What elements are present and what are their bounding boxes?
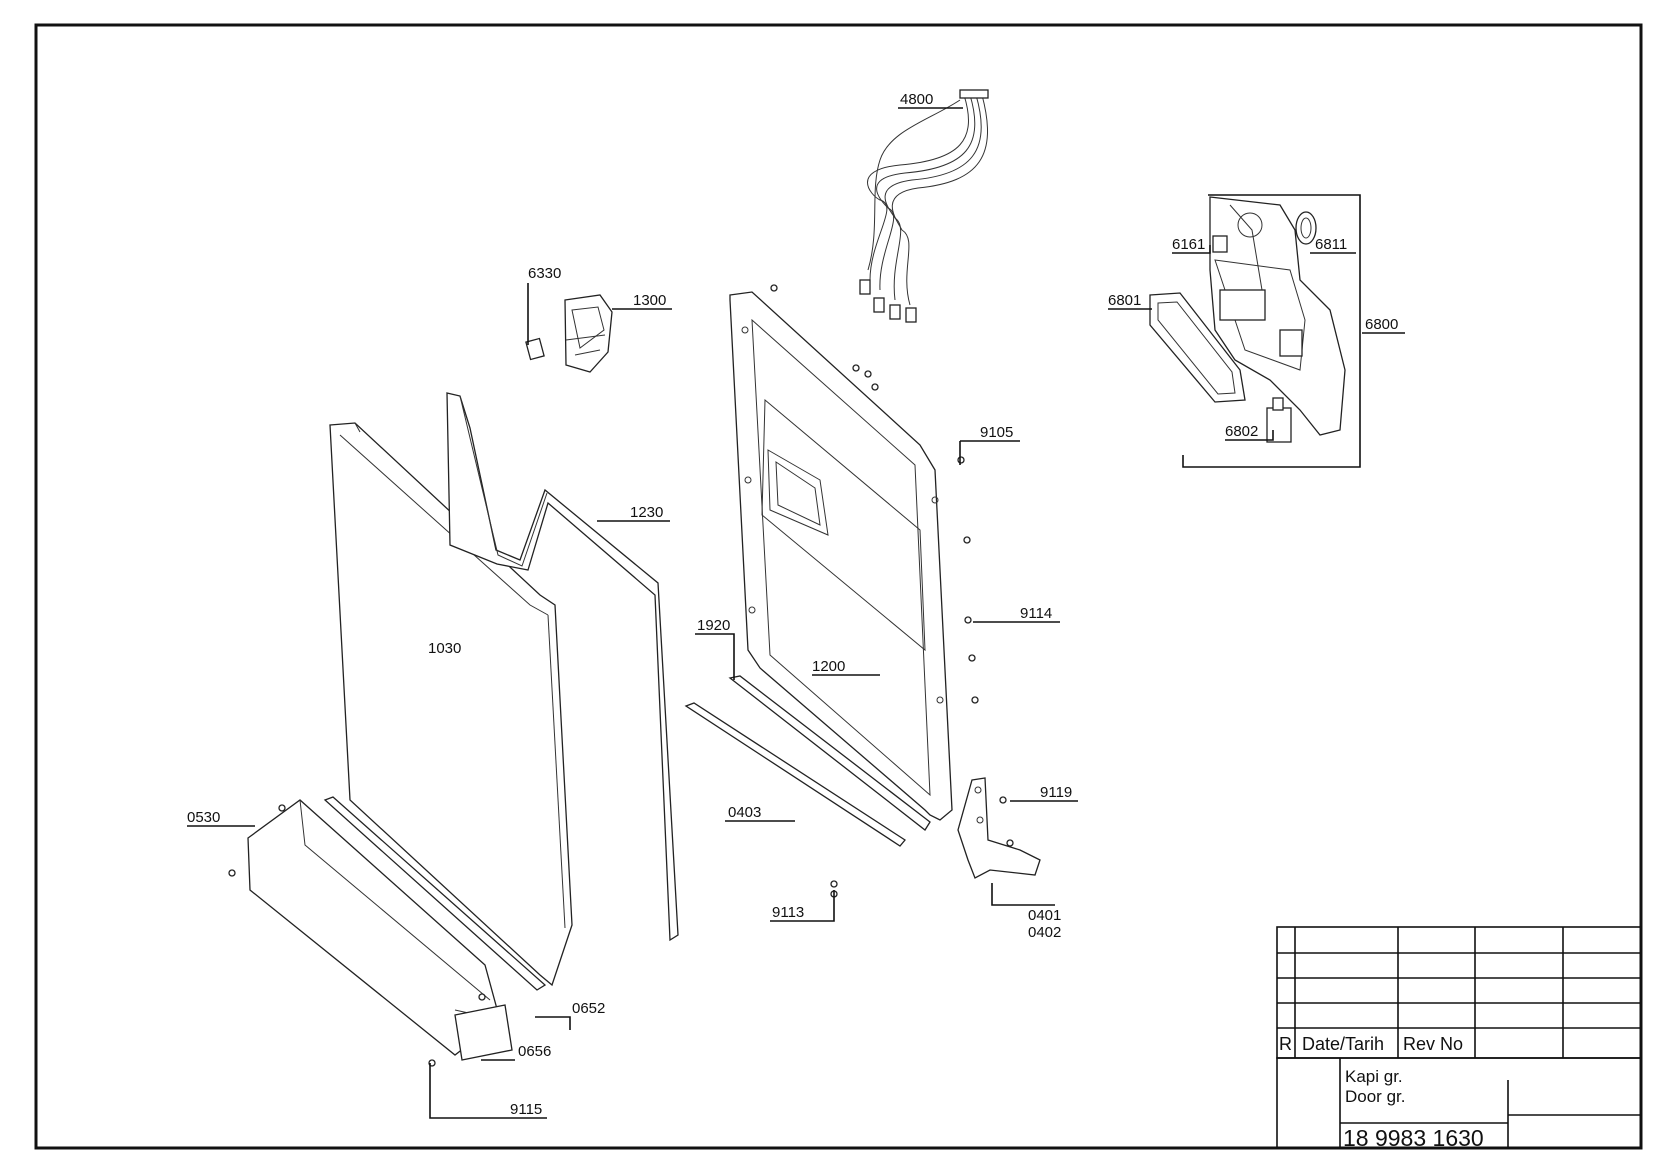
label-6330: 6330 bbox=[528, 265, 561, 282]
label-9119: 9119 bbox=[1040, 784, 1072, 801]
part-labels: 4800 6330 1300 6161 6811 6801 6800 6802 … bbox=[187, 91, 1398, 1118]
outer-panel-1030 bbox=[329, 422, 573, 987]
label-4800: 4800 bbox=[900, 91, 933, 108]
rev-header: Rev No bbox=[1403, 1034, 1463, 1054]
label-9113: 9113 bbox=[772, 904, 804, 921]
drawing-name-line-1: Kapi gr. bbox=[1345, 1067, 1403, 1086]
dispenser-assembly-6800 bbox=[1209, 196, 1346, 436]
label-1300: 1300 bbox=[633, 292, 666, 309]
label-6811: 6811 bbox=[1315, 236, 1347, 253]
leader-lines bbox=[187, 107, 1405, 1119]
label-0403: 0403 bbox=[728, 804, 761, 821]
label-6801: 6801 bbox=[1108, 292, 1141, 309]
clip-6161 bbox=[1212, 235, 1228, 253]
strip-0652 bbox=[323, 796, 547, 991]
label-6161: 6161 bbox=[1172, 236, 1205, 253]
label-1200: 1200 bbox=[812, 658, 845, 675]
label-0401: 0401 bbox=[1028, 907, 1061, 924]
actuator-6802 bbox=[1266, 397, 1292, 443]
drawing-number: 18 9983 1630 bbox=[1343, 1125, 1484, 1151]
title-block: R Date/Tarih Rev No Kapi gr. Door gr. 18… bbox=[1276, 926, 1642, 1151]
label-1230: 1230 bbox=[630, 504, 663, 521]
drawing-frame bbox=[34, 23, 1643, 1150]
drawing-name-line-2: Door gr. bbox=[1345, 1087, 1405, 1106]
label-1920: 1920 bbox=[697, 617, 730, 634]
ring-6811 bbox=[1295, 211, 1317, 245]
rev-letter: R bbox=[1279, 1034, 1292, 1054]
label-9115: 9115 bbox=[510, 1101, 542, 1118]
label-0656: 0656 bbox=[518, 1043, 551, 1060]
screws bbox=[228, 284, 1014, 1067]
label-0530: 0530 bbox=[187, 809, 220, 826]
gasket-6801 bbox=[1149, 292, 1246, 403]
label-6802: 6802 bbox=[1225, 423, 1258, 440]
label-0652: 0652 bbox=[572, 1000, 605, 1017]
label-9114: 9114 bbox=[1020, 605, 1052, 622]
seal-strip-1920 bbox=[728, 675, 931, 831]
door-frame-1200 bbox=[729, 291, 953, 821]
label-1030: 1030 bbox=[428, 640, 461, 657]
date-header: Date/Tarih bbox=[1302, 1034, 1384, 1054]
bracket-1300 bbox=[525, 294, 613, 373]
label-9105: 9105 bbox=[980, 424, 1013, 441]
bottom-bar-0403 bbox=[684, 702, 906, 847]
end-cap-0656 bbox=[454, 1004, 513, 1061]
wiring-harness-4800 bbox=[859, 89, 989, 323]
label-0402: 0402 bbox=[1028, 924, 1061, 941]
label-6800: 6800 bbox=[1365, 316, 1398, 333]
inner-panel-1230 bbox=[446, 392, 679, 942]
hinge-0401-0402 bbox=[957, 777, 1041, 879]
